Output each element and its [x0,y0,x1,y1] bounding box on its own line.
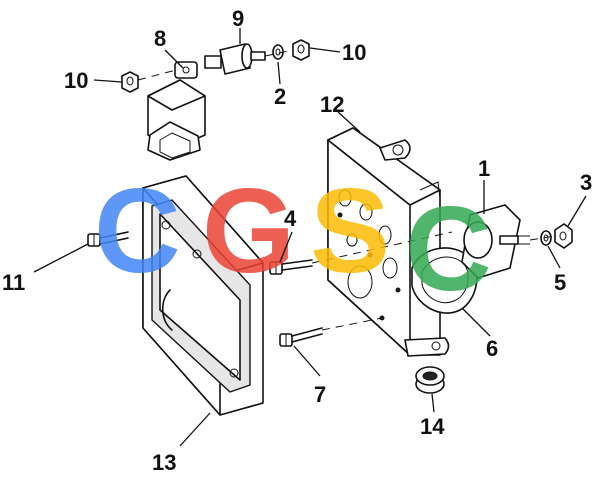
part-4-screw [269,259,313,275]
watermark-letter-3: S [310,164,390,298]
assembly-lines [137,49,556,331]
watermark: C G S C [94,164,492,316]
callouts: 1 2 3 4 5 6 7 8 9 10 10 11 12 13 14 [2,6,592,475]
part-12-bracket [327,127,450,357]
callout-6: 6 [486,336,498,361]
part-3-nut [554,223,573,249]
callout-4: 4 [284,206,297,231]
callout-11: 11 [2,270,25,295]
part-9-cylinder [204,43,266,75]
callout-10-right: 10 [342,40,366,65]
leader-lines [33,28,587,447]
callout-13: 13 [152,450,176,475]
watermark-letter-1: C [94,164,181,298]
part-13-frame [142,175,264,416]
callout-8: 8 [154,26,166,51]
part-1-motor-hub [461,204,530,279]
callout-2: 2 [274,84,286,109]
callout-9: 9 [232,6,244,31]
callout-10-left: 10 [64,68,88,93]
callout-5: 5 [554,270,566,295]
watermark-letter-4: C [405,182,492,316]
callout-14: 14 [420,414,445,439]
callout-3: 3 [580,170,592,195]
callout-12: 12 [320,92,344,117]
callout-7: 7 [314,382,326,407]
part-7-screw [279,327,323,347]
part-8-solenoid [147,61,206,161]
part-14-grommet [415,366,445,394]
part-11-screw [87,231,129,247]
callout-1: 1 [478,156,490,181]
part-5-washer [540,230,552,246]
part-10-nut-right [292,39,310,61]
part-6-gasket [411,247,478,314]
part-10-nut-left [121,71,139,93]
watermark-letter-2: G [202,164,295,298]
